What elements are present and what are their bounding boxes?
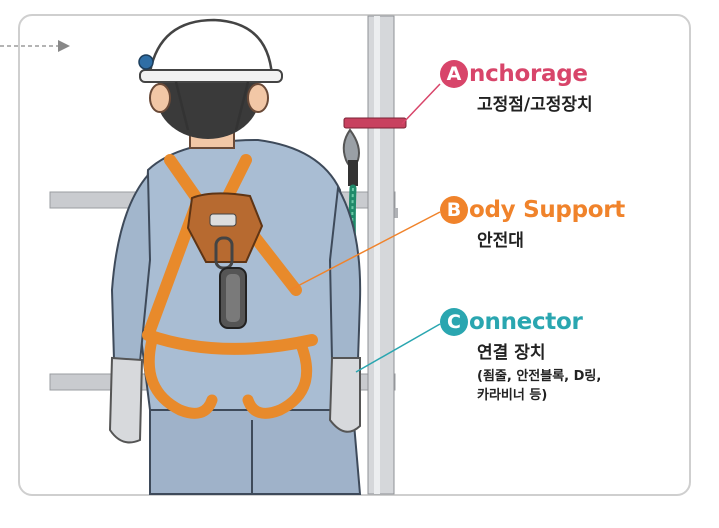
connector-label: C onnector 연결 장치 (죔줄, 안전블록, D링, 카라비너 등) xyxy=(440,308,601,405)
anchorage-label: A nchorage 고정점/고정장치 xyxy=(440,60,593,115)
anchorage-korean: 고정점/고정장치 xyxy=(477,95,593,115)
connector-word: onnector xyxy=(469,309,583,335)
body-support-label: B ody Support 안전대 xyxy=(440,196,625,251)
anchorage-hook xyxy=(342,117,407,186)
connector-badge: C xyxy=(440,308,468,336)
body-support-korean: 안전대 xyxy=(477,231,524,251)
anchorage-badge: A xyxy=(440,60,468,88)
body-support-leader xyxy=(289,211,441,291)
scaffold-pole xyxy=(367,15,395,495)
connector-korean: 연결 장치 xyxy=(477,343,546,363)
body-support-badge: B xyxy=(440,196,468,224)
harness xyxy=(142,154,318,419)
connector-detail-1: (죔줄, 안전블록, D링, xyxy=(477,369,602,384)
connector-leader xyxy=(355,323,441,373)
anchorage-leader xyxy=(401,83,441,125)
arrow-head xyxy=(58,40,70,52)
body-support-word: ody Support xyxy=(469,197,625,223)
connector-detail-2: 카라비너 등) xyxy=(477,388,548,403)
anchorage-word: nchorage xyxy=(469,61,588,87)
